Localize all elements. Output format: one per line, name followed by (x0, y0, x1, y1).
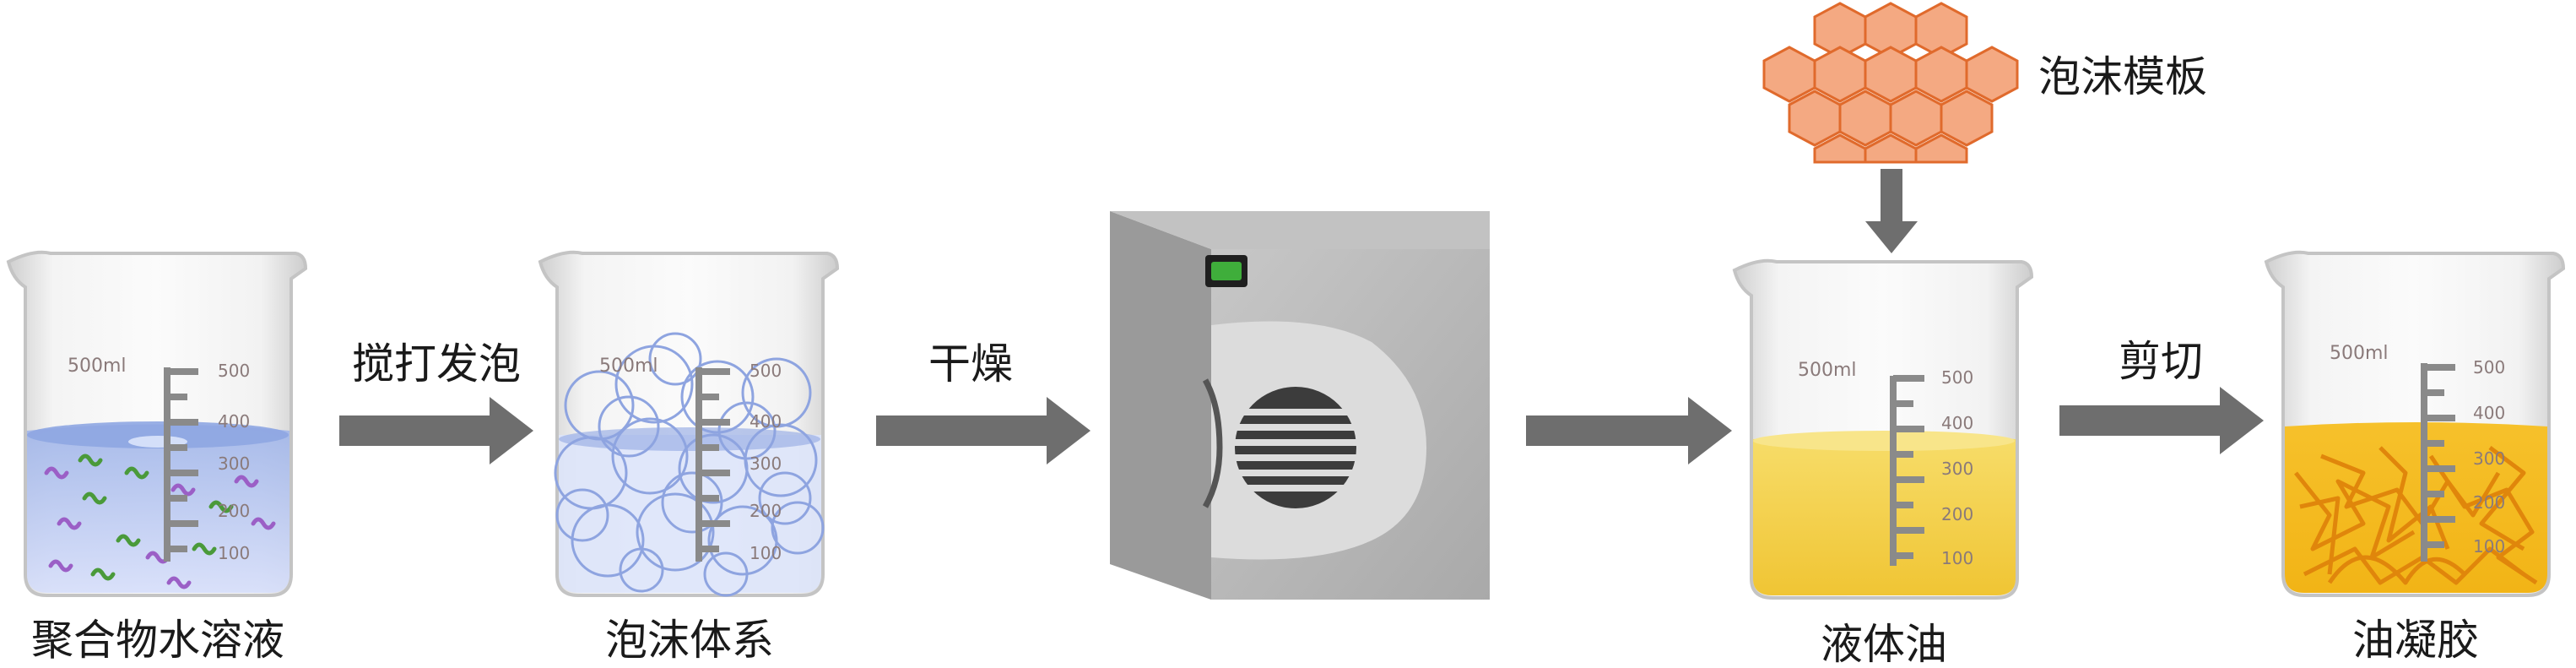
tick-label: 500 (1941, 367, 1973, 388)
capacity-label: 500ml (2330, 343, 2389, 364)
label-liquid-oil: 液体油 (1821, 620, 1947, 668)
label-oleogel: 油凝胶 (2352, 616, 2479, 665)
arrow-whip (339, 397, 533, 464)
arrow-cut (2059, 387, 2264, 454)
tick-label: 200 (750, 501, 782, 521)
vent-grille (1235, 409, 1356, 491)
tick-label: 500 (750, 361, 782, 381)
tick-label: 500 (218, 361, 250, 381)
foam-template-honeycomb-icon (1762, 2, 2019, 164)
capacity-label: 500ml (599, 356, 658, 377)
beaker-liquid-oil: 500ml 500 400 300 200 100 (1732, 258, 2034, 600)
measuring-scale (164, 367, 198, 562)
step-dry: 干燥 (928, 339, 1013, 388)
capacity-label: 500ml (68, 356, 127, 377)
polymer-molecules (44, 453, 276, 589)
tick-label: 100 (218, 543, 250, 563)
step-whip: 搅打发泡 (352, 339, 521, 388)
tick-label: 100 (750, 543, 782, 563)
tick-label: 400 (750, 411, 782, 432)
tick-label: 400 (1941, 413, 1973, 433)
beaker-polymer-solution: 500ml 500 400 300 200 100 (6, 250, 308, 597)
tick-label: 200 (1941, 504, 1973, 524)
tick-label: 100 (2473, 536, 2505, 557)
arrow-to-oil (1526, 397, 1732, 464)
foam-bubbles (554, 332, 825, 597)
label-polymer-solution: 聚合物水溶液 (31, 616, 284, 665)
tick-label: 300 (1941, 459, 1973, 479)
measuring-scale (1890, 375, 1924, 566)
door-handle (1202, 378, 1223, 508)
label-foam-template: 泡沫模板 (2038, 52, 2207, 101)
tick-label: 400 (2473, 403, 2505, 423)
tick-label: 300 (2473, 448, 2505, 469)
measuring-scale (2421, 363, 2455, 562)
step-cut: 剪切 (2119, 337, 2203, 386)
tick-label: 200 (218, 501, 250, 521)
label-foam-system: 泡沫体系 (605, 616, 774, 665)
capacity-label: 500ml (1798, 360, 1857, 381)
fan-vent-icon (1235, 387, 1356, 508)
arrow-template-down (1865, 169, 1918, 253)
beaker-foam-system: 500ml 500 400 300 200 100 (538, 250, 840, 597)
tick-label: 300 (218, 453, 250, 474)
status-light-icon (1211, 262, 1242, 280)
tick-label: 100 (1941, 548, 1973, 568)
beaker-oleogel: 500ml 500 400 300 200 100 (2264, 250, 2566, 597)
measuring-scale (695, 367, 730, 562)
tick-label: 200 (2473, 492, 2505, 513)
tick-label: 400 (218, 411, 250, 432)
dryer-oven (1110, 211, 1490, 600)
tick-label: 500 (2473, 357, 2505, 377)
arrow-dry (876, 397, 1090, 464)
tick-label: 300 (750, 453, 782, 474)
